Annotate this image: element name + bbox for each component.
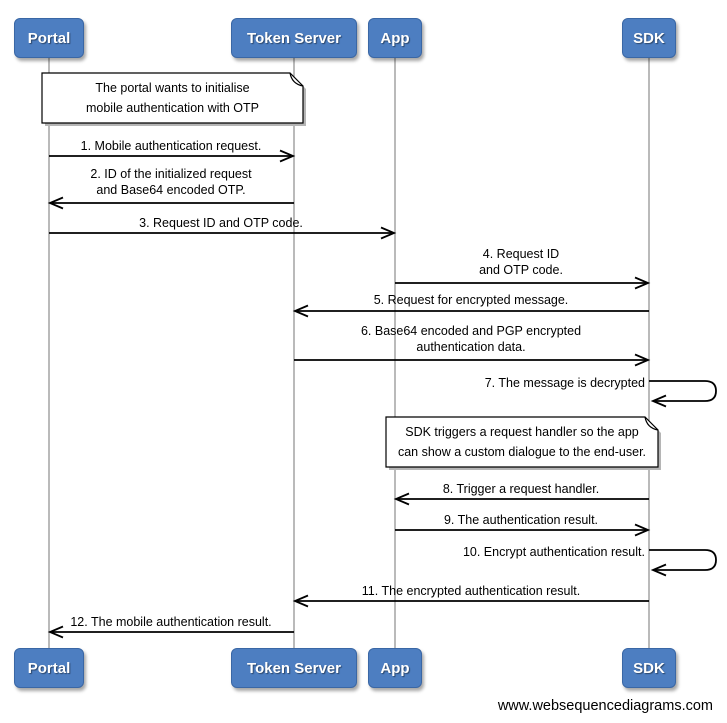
note-shape-request-handler (385, 416, 661, 470)
watermark-text: www.websequencediagrams.com (497, 698, 713, 714)
message-label-12: 12. The mobile authentication result. (70, 615, 272, 629)
message-label-5: 5. Request for encrypted message. (373, 293, 569, 307)
message-label-2: 2. ID of the initialized request and Bas… (90, 167, 252, 197)
actor-box-sdk-bottom: SDK (622, 648, 676, 688)
message-arrow-9 (395, 523, 651, 537)
actor-box-app-top: App (368, 18, 422, 58)
message-label-4: 4. Request ID and OTP code. (479, 247, 563, 277)
note-request-handler: SDK triggers a request handler so the ap… (397, 425, 647, 459)
message-arrow-5 (292, 304, 649, 318)
message-label-8: 8. Trigger a request handler. (442, 482, 600, 496)
actor-box-token-server-top: Token Server (231, 18, 357, 58)
message-label-1: 1. Mobile authentication request. (80, 139, 262, 153)
message-arrow-7-self-loop (649, 380, 717, 408)
actor-box-portal-bottom: Portal (14, 648, 84, 688)
message-label-7: 7. The message is decrypted (484, 376, 645, 390)
message-arrow-6 (294, 353, 651, 367)
message-label-10: 10. Encrypt authentication result. (462, 545, 645, 559)
message-label-9: 9. The authentication result. (443, 513, 599, 527)
note-shape-initialise (41, 72, 306, 126)
actor-box-token-server-bottom: Token Server (231, 648, 357, 688)
message-arrow-4 (395, 276, 651, 290)
message-arrow-3 (49, 226, 397, 240)
message-arrow-11 (292, 594, 649, 608)
message-arrow-10-self-loop (649, 549, 717, 577)
actor-box-sdk-top: SDK (622, 18, 676, 58)
message-arrow-1 (49, 149, 296, 163)
message-label-6: 6. Base64 encoded and PGP encrypted auth… (360, 324, 582, 354)
note-initialise: The portal wants to initialise mobile au… (85, 81, 259, 115)
actor-box-portal-top: Portal (14, 18, 84, 58)
actor-box-app-bottom: App (368, 648, 422, 688)
message-label-11: 11. The encrypted authentication result. (361, 584, 581, 598)
message-arrow-8 (393, 492, 649, 506)
message-arrow-12 (47, 625, 294, 639)
message-label-3: 3. Request ID and OTP code. (139, 216, 303, 230)
message-arrow-2 (47, 196, 294, 210)
